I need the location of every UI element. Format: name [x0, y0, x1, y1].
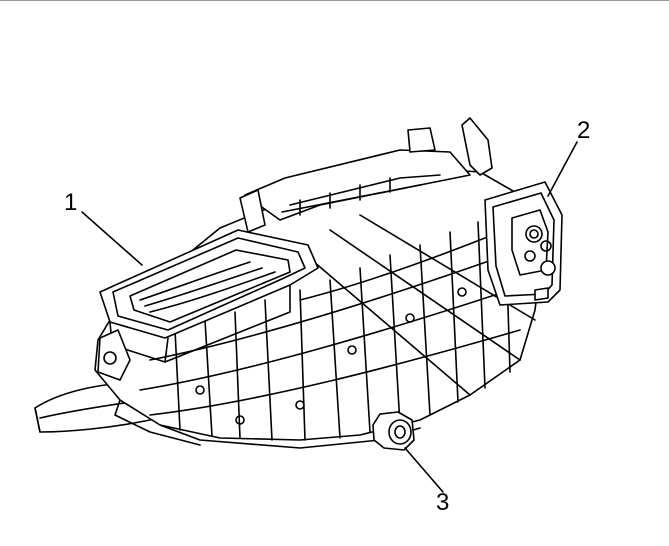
callout-2: 2 [577, 117, 590, 144]
evaporator-flange [484, 181, 563, 306]
callout-1: 1 [64, 189, 77, 216]
leader-line-3 [404, 447, 444, 493]
leader-line-2 [547, 141, 578, 197]
callout-3: 3 [436, 489, 449, 516]
air-inlet-frame [97, 229, 319, 381]
module-housing [94, 117, 546, 449]
top-rule [0, 0, 669, 1]
drain-plug [372, 411, 415, 451]
leader-line-1 [81, 211, 143, 266]
